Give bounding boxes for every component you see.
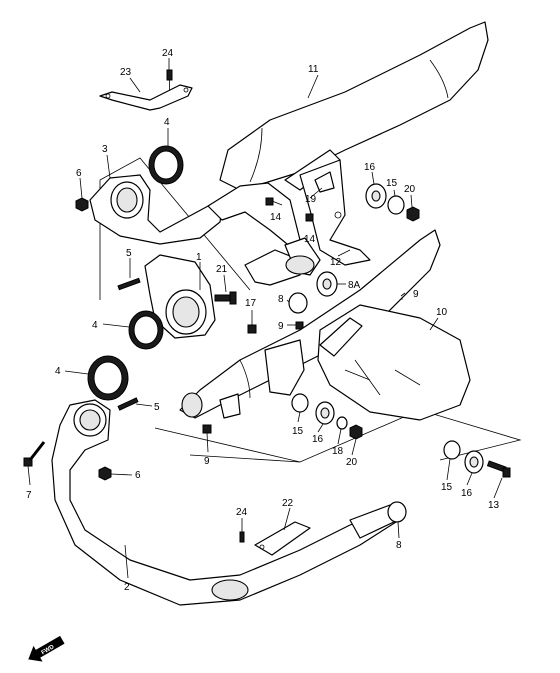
callout-18: 18 <box>332 446 344 457</box>
washer-18 <box>336 416 348 430</box>
gasket-4-lower <box>87 355 129 401</box>
callout-14-lower: 14 <box>304 234 316 245</box>
gasket-4-upper <box>148 145 184 185</box>
callout-6-lower: 6 <box>135 470 141 481</box>
callout-13: 13 <box>488 500 500 511</box>
muffler-cover-11 <box>219 21 489 191</box>
exhaust-pipe-2 <box>51 399 399 606</box>
rubber-16-upper <box>365 183 387 209</box>
callout-23: 23 <box>120 67 132 78</box>
callout-22: 22 <box>282 498 294 509</box>
callout-labels: 24 23 11 4 3 6 16 15 20 19 14 14 5 1 21 … <box>26 48 500 593</box>
bolt-14-lower <box>305 213 314 222</box>
callout-3: 3 <box>102 144 108 155</box>
callout-16-upper: 16 <box>364 162 376 173</box>
collar-15-lower <box>443 440 461 460</box>
hanger-19 <box>314 171 335 193</box>
callout-20-middle: 20 <box>346 457 358 468</box>
callout-15-middle: 15 <box>292 426 304 437</box>
spacer-8-middle <box>288 292 308 314</box>
exhaust-pipe-3 <box>89 174 301 249</box>
connector-pipe <box>284 237 321 276</box>
callout-9-lower: 9 <box>204 456 210 467</box>
callout-4-upper: 4 <box>164 117 170 128</box>
bolt-14-upper <box>265 197 283 206</box>
callout-15-upper: 15 <box>386 178 398 189</box>
callout-1: 1 <box>196 252 202 263</box>
callout-10: 10 <box>436 307 448 318</box>
bracket-22 <box>254 521 311 556</box>
spacer-8-lower <box>387 501 407 523</box>
gasket-4-middle <box>128 310 164 350</box>
callout-8-lower: 8 <box>396 540 402 551</box>
callout-19: 19 <box>305 194 317 205</box>
callout-6-upper: 6 <box>76 168 82 179</box>
nut-6-upper <box>75 197 89 212</box>
bolt-20-upper <box>406 206 420 222</box>
callout-16-lower: 16 <box>461 488 473 499</box>
bolt-9-lower <box>202 424 212 434</box>
callout-2: 2 <box>124 582 130 593</box>
stud-bolt-5-upper <box>117 277 141 291</box>
muffler-front <box>179 229 441 419</box>
collar-15-middle <box>291 393 309 413</box>
callout-16-middle: 16 <box>312 434 324 445</box>
collar-15-upper <box>387 195 405 215</box>
bolt-9-middle <box>295 321 304 330</box>
callout-7: 7 <box>26 490 32 501</box>
stud-bolt-5-lower <box>117 397 139 411</box>
nut-20-middle <box>349 424 363 440</box>
callout-15-lower: 15 <box>441 482 453 493</box>
bolt-17 <box>247 324 257 334</box>
nut-6-lower <box>98 466 112 481</box>
bolt-21 <box>214 291 237 305</box>
callout-11: 11 <box>308 64 319 75</box>
callout-5-lower: 5 <box>154 402 160 413</box>
leader-lines <box>27 58 503 579</box>
callout-21: 21 <box>216 264 228 275</box>
callout-12: 12 <box>330 257 342 268</box>
callout-17: 17 <box>245 298 257 309</box>
rubber-16-lower <box>464 450 484 474</box>
fwd-direction-badge: FWD <box>28 635 65 662</box>
muffler-cover-10 <box>317 304 471 421</box>
bracket-23 <box>99 84 193 111</box>
screw-24-lower <box>239 531 245 543</box>
callout-8a: 8A <box>348 280 361 291</box>
bolt-7 <box>23 441 46 467</box>
bolt-13 <box>486 460 511 478</box>
rubber-16-middle <box>315 401 335 425</box>
callout-24-lower: 24 <box>236 507 248 518</box>
muffler-clamp <box>219 339 305 419</box>
callout-14-upper: 14 <box>270 212 282 223</box>
callout-9-upper: 9 <box>413 289 419 300</box>
screw-24 <box>166 69 173 90</box>
callout-24-top: 24 <box>162 48 174 59</box>
callout-20-upper: 20 <box>404 184 416 195</box>
callout-4-middle: 4 <box>92 320 98 331</box>
callout-5-upper: 5 <box>126 248 132 259</box>
callout-4-lower: 4 <box>55 366 61 377</box>
callout-8-middle: 8 <box>278 294 284 305</box>
exhaust-pipe-1 <box>144 249 301 339</box>
callout-9-middle: 9 <box>278 321 284 332</box>
spacer-8a <box>316 271 338 297</box>
